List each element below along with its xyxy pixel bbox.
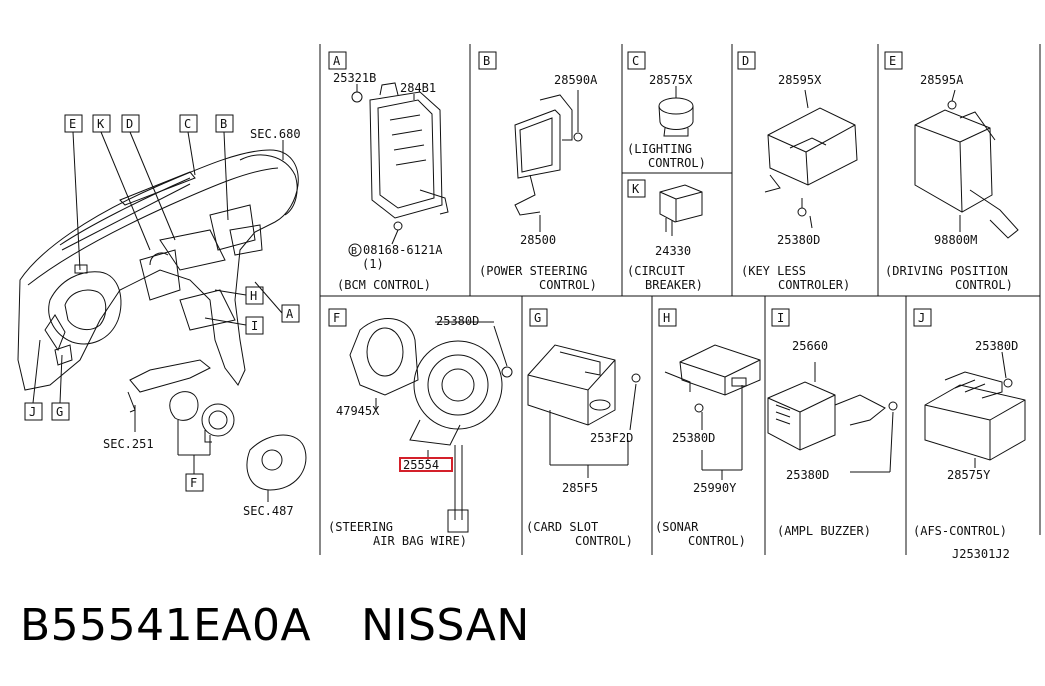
card-slot-drawing — [527, 344, 641, 478]
caption-keyless-2: CONTROLER) — [778, 278, 850, 292]
callout-i: I — [251, 319, 258, 333]
circle-b-letter: B — [351, 246, 357, 257]
part-28575y: 28575Y — [947, 468, 991, 482]
callout-a: A — [286, 307, 294, 321]
panel-letter-b: B — [483, 54, 490, 68]
caption-driving-1: (DRIVING POSITION — [885, 264, 1008, 278]
part-25321b: 25321B — [333, 71, 376, 85]
caption-steering-1: (STEERING — [328, 520, 393, 534]
part-284b1: 284B1 — [400, 81, 436, 95]
circle-b-symbol — [348, 243, 362, 257]
caption-card-slot-2: CONTROL) — [575, 534, 633, 548]
keyless-controller-drawing — [764, 89, 858, 229]
part-25554-highlighted: 25554 — [403, 458, 439, 472]
callout-f: F — [190, 476, 197, 490]
panel-letter-h: H — [663, 311, 670, 325]
caption-ampl-buzzer: (AMPL BUZZER) — [777, 524, 871, 538]
panel-letter-g: G — [534, 311, 541, 325]
part-25660: 25660 — [792, 339, 828, 353]
part-28575x: 28575X — [649, 73, 693, 87]
panel-grid — [319, 44, 1041, 555]
part-25380d-h: 25380D — [672, 431, 715, 445]
ampl-buzzer-drawing — [767, 362, 898, 473]
panel-letter-a: A — [333, 54, 341, 68]
panel-letter-boxes — [328, 51, 932, 327]
panel-letter-f: F — [333, 311, 340, 325]
spiral-cable-drawing — [349, 318, 513, 533]
part-28590a: 28590A — [554, 73, 598, 87]
sonar-control-drawing — [664, 344, 761, 480]
panel-letter-k: K — [632, 182, 640, 196]
caption-power-steering-1: (POWER STEERING — [479, 264, 587, 278]
callout-h: H — [250, 289, 257, 303]
part-28500: 28500 — [520, 233, 556, 247]
sec-label-487: SEC.487 — [243, 504, 294, 518]
part-28595x: 28595X — [778, 73, 822, 87]
circuit-breaker-drawing — [659, 184, 703, 236]
sec-label-251: SEC.251 — [103, 437, 154, 451]
part-24330: 24330 — [655, 244, 691, 258]
callout-k: K — [97, 117, 105, 131]
caption-lighting-1: (LIGHTING — [627, 142, 692, 156]
caption-bcm: (BCM CONTROL) — [337, 278, 431, 292]
part-25380d-f: 25380D — [436, 314, 479, 328]
caption-afs: (AFS-CONTROL) — [913, 524, 1007, 538]
brand-name: NISSAN — [361, 600, 530, 651]
caption-sonar-1: (SONAR — [655, 520, 699, 534]
panel-letter-j: J — [918, 311, 925, 325]
afs-control-drawing — [924, 351, 1026, 468]
callout-d: D — [126, 117, 133, 131]
part-08168-6121a: 08168-6121A — [363, 243, 443, 257]
part-28595a: 28595A — [920, 73, 964, 87]
part-25380d-i: 25380D — [786, 468, 829, 482]
part-25380d-d: 25380D — [777, 233, 820, 247]
part-285f5: 285F5 — [562, 481, 598, 495]
caption-card-slot-1: (CARD SLOT — [526, 520, 598, 534]
callout-b: B — [220, 117, 227, 131]
caption-circuit-2: BREAKER) — [645, 278, 703, 292]
callout-e: E — [69, 117, 76, 131]
driving-position-control-drawing — [914, 89, 1019, 239]
sec-label-680: SEC.680 — [250, 127, 301, 141]
part-47945x: 47945X — [336, 404, 380, 418]
caption-keyless-1: (KEY LESS — [741, 264, 806, 278]
caption-lighting-2: CONTROL) — [648, 156, 706, 170]
part-qty-1: (1) — [362, 257, 384, 271]
lighting-control-drawing — [658, 86, 694, 137]
part-number-banner: B55541EA0A NISSAN — [20, 600, 530, 651]
drawing-code: J25301J2 — [952, 547, 1010, 561]
callout-c: C — [184, 117, 191, 131]
highlight-box — [399, 457, 453, 472]
caption-circuit-1: (CIRCUIT — [627, 264, 685, 278]
panel-letter-c: C — [632, 54, 639, 68]
caption-steering-2: AIR BAG WIRE) — [373, 534, 467, 548]
panel-letter-d: D — [742, 54, 749, 68]
part-253f2d: 253F2D — [590, 431, 633, 445]
callout-g: G — [56, 405, 63, 419]
panel-letter-e: E — [889, 54, 896, 68]
caption-sonar-2: CONTROL) — [688, 534, 746, 548]
bcm-module-drawing — [351, 82, 449, 245]
caption-power-steering-2: CONTROL) — [539, 278, 597, 292]
part-25380d-j: 25380D — [975, 339, 1018, 353]
part-25990y: 25990Y — [693, 481, 737, 495]
callout-j: J — [29, 405, 36, 419]
part-98800m: 98800M — [934, 233, 977, 247]
caption-driving-2: CONTROL) — [955, 278, 1013, 292]
power-steering-module-drawing — [514, 90, 583, 232]
panel-letter-i: I — [777, 311, 784, 325]
dashboard-overview — [17, 114, 307, 502]
part-number: B55541EA0A — [20, 600, 312, 651]
